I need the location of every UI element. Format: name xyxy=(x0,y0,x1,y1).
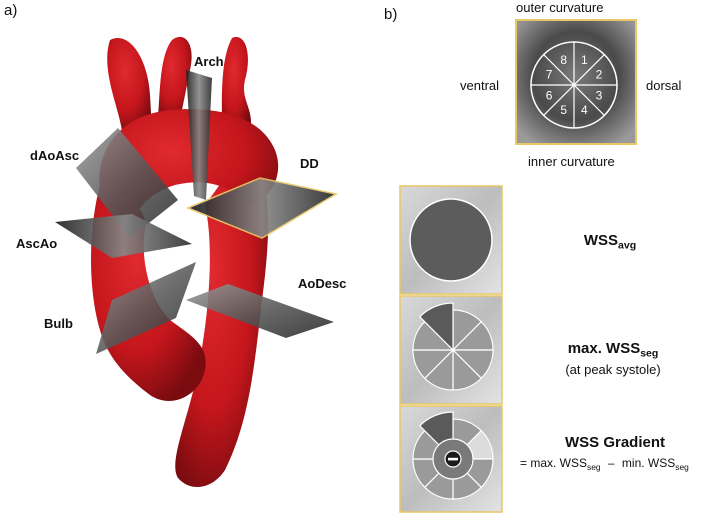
plane-daoasc xyxy=(76,128,178,238)
branch-right xyxy=(221,37,252,132)
wss-gradient-formula: = max. WSSseg – min. WSSseg xyxy=(520,456,689,472)
segment-number: 5 xyxy=(560,103,567,117)
segment-number: 1 xyxy=(581,53,588,67)
label-bulb: Bulb xyxy=(44,316,73,331)
label-aodesc: AoDesc xyxy=(298,276,347,291)
plane-aodesc xyxy=(186,284,334,338)
panel-b-letter: b) xyxy=(384,6,398,23)
wss-segment xyxy=(418,302,454,352)
wss-boxes xyxy=(399,185,503,513)
aorta-model xyxy=(91,36,279,488)
panel-a-letter: a) xyxy=(4,2,18,19)
label-arch: Arch xyxy=(194,54,224,69)
segment-number: 8 xyxy=(560,53,567,67)
plane-dd xyxy=(186,177,339,239)
label-inner-curvature: inner curvature xyxy=(528,154,615,169)
segment-number: 4 xyxy=(581,103,588,117)
label-dd: DD xyxy=(300,156,319,171)
label-dorsal: dorsal xyxy=(646,78,682,93)
wss-avg-title: WSSavg xyxy=(583,232,637,252)
plane-ascao xyxy=(55,214,192,258)
label-ascao: AscAo xyxy=(16,236,58,251)
wss-avg-disc xyxy=(409,198,493,282)
segment-number: 6 xyxy=(546,88,553,102)
label-ventral: ventral xyxy=(460,78,500,93)
descending-aorta xyxy=(175,150,269,488)
branch-left xyxy=(107,38,152,133)
wss-max-seg-note: (at peak systole) xyxy=(565,362,661,377)
minus-bar xyxy=(448,457,458,461)
label-outer-curvature: outer curvature xyxy=(516,0,604,15)
imaging-planes xyxy=(55,70,339,354)
segment-number: 2 xyxy=(596,68,603,82)
wss-gradient-title: WSS Gradient xyxy=(564,434,665,451)
wss-max-seg-title: max. WSSseg xyxy=(567,340,659,360)
plane-bulb xyxy=(96,262,196,354)
segment-divider xyxy=(543,54,605,116)
label-daoasc: dAoAsc xyxy=(30,148,80,163)
segment-number: 3 xyxy=(596,88,603,102)
wss-max-seg-wheel xyxy=(412,302,494,391)
segment-number: 7 xyxy=(546,68,553,82)
branch-middle xyxy=(158,36,192,120)
plane-arch xyxy=(186,70,212,200)
